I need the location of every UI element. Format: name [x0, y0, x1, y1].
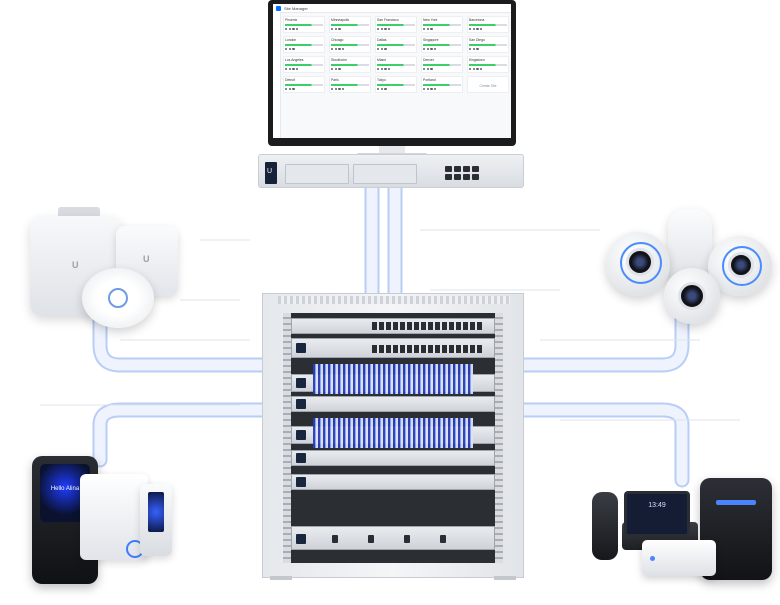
reader-greeting: Hello Alina: [50, 486, 80, 492]
site-card[interactable]: Miami: [375, 56, 417, 73]
site-card[interactable]: Barcelona: [467, 16, 509, 33]
site-card[interactable]: Detroit: [283, 76, 325, 93]
site-card[interactable]: San Francisco: [375, 16, 417, 33]
rack-switch: [291, 450, 495, 466]
unifi-logo-icon: U: [72, 260, 79, 270]
console-display: U: [265, 162, 277, 184]
monitor-screen: Site Manager Phoenix Minneapolis San Fra…: [273, 4, 511, 138]
rack-rail: [283, 313, 291, 563]
rack-cable-manager: [291, 498, 495, 516]
unifi-logo-icon: [296, 534, 306, 544]
rack-foot: [270, 576, 292, 580]
unifi-logo-icon: [296, 477, 306, 487]
unifi-logo-icon: [296, 399, 306, 409]
dome-camera: [708, 236, 772, 296]
phone-clock: 13:49: [648, 502, 666, 509]
create-site-card[interactable]: Create Site: [467, 76, 509, 93]
site-card[interactable]: Stockholm: [329, 56, 371, 73]
topology-lines: [40, 229, 740, 421]
rack-switch: [291, 318, 495, 334]
unifi-logo-icon: U: [267, 168, 273, 175]
access-point-disc: [82, 268, 154, 328]
site-card[interactable]: Chicago: [329, 36, 371, 53]
site-card[interactable]: Paris: [329, 76, 371, 93]
power-outlet-icon: [332, 535, 338, 543]
site-manager-monitor: Site Manager Phoenix Minneapolis San Fra…: [268, 0, 516, 146]
rack-panel: [291, 474, 495, 490]
drive-bay: [353, 164, 417, 184]
led-ring-icon: [620, 242, 662, 284]
unifi-logo-icon: [296, 430, 306, 440]
camera-lens-icon: [678, 282, 706, 310]
site-card[interactable]: Minneapolis: [329, 16, 371, 33]
camera-lens-icon: [626, 248, 654, 276]
site-card[interactable]: Phoenix: [283, 16, 325, 33]
rack-foot: [494, 576, 516, 580]
power-outlet-icon: [404, 535, 410, 543]
phone-handset: [592, 492, 618, 560]
monitor-stand: [379, 146, 405, 153]
site-card[interactable]: Portland: [421, 76, 463, 93]
unifi-logo-icon: [296, 453, 306, 463]
dream-machine-console: U: [258, 154, 524, 188]
status-led-icon: [650, 556, 655, 561]
power-distribution-unit: [291, 526, 495, 550]
turret-camera: [664, 268, 720, 324]
ethernet-port-icon: [445, 166, 479, 180]
patch-cables: [313, 364, 473, 394]
unifi-logo-icon: [296, 378, 306, 388]
site-card[interactable]: San Diego: [467, 36, 509, 53]
unifi-logo-icon: [276, 5, 281, 11]
dome-camera: [606, 232, 670, 296]
create-site-label: Create Site: [479, 84, 497, 88]
unifi-logo-icon: [296, 343, 306, 353]
led-ring-icon: [108, 288, 128, 308]
rack-rail: [495, 313, 503, 563]
camera-lens-icon: [728, 252, 754, 278]
site-card[interactable]: New York: [421, 16, 463, 33]
site-card[interactable]: London: [283, 36, 325, 53]
unifi-logo-icon: U: [143, 254, 150, 264]
power-outlet-icon: [440, 535, 446, 543]
patch-cables: [313, 418, 473, 448]
led-ring-icon: [722, 246, 762, 286]
site-grid: Phoenix Minneapolis San Francisco New Yo…: [283, 16, 509, 93]
drive-bay: [285, 164, 349, 184]
rack-switch: [291, 396, 495, 412]
rack-switch: [291, 338, 495, 358]
site-card[interactable]: Los Angeles: [283, 56, 325, 73]
app-header: Site Manager: [273, 4, 511, 13]
site-card[interactable]: Dallas: [375, 36, 417, 53]
site-card[interactable]: Kingstown: [467, 56, 509, 73]
ev-status-light: [716, 500, 756, 505]
app-sidebar: [273, 12, 281, 138]
site-card[interactable]: Denver: [421, 56, 463, 73]
power-outlet-icon: [368, 535, 374, 543]
rack-vent: [278, 296, 510, 304]
reader-lite-screen: [148, 492, 164, 532]
phone-screen: [624, 491, 690, 537]
site-card[interactable]: Tokyo: [375, 76, 417, 93]
app-title: Site Manager: [284, 5, 308, 11]
site-card[interactable]: Singapore: [421, 36, 463, 53]
